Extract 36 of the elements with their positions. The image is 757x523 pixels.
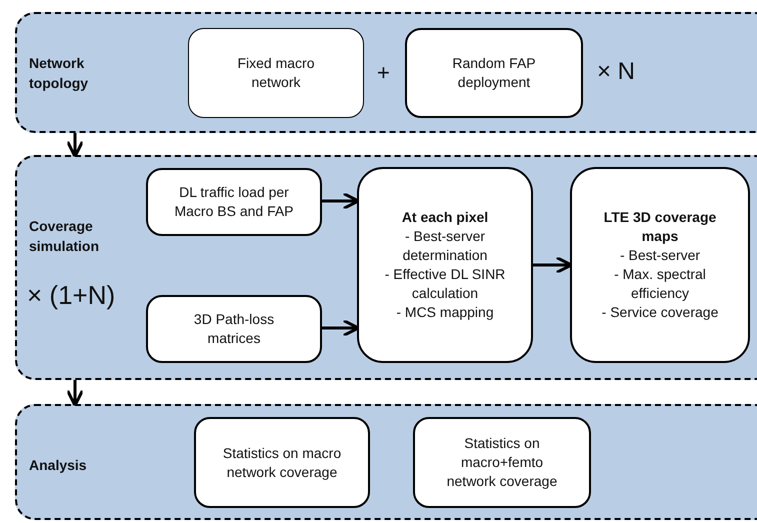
bullet-item: - Service coverage xyxy=(602,302,718,322)
multiplier-label: × N xyxy=(597,58,636,86)
stage-panel xyxy=(15,404,757,520)
plus-sign: + xyxy=(377,60,390,86)
arrow xyxy=(322,319,360,337)
stage-panel xyxy=(15,12,757,133)
multiplier-label: × (1+N) xyxy=(27,280,116,311)
box-text: DL traffic load per Macro BS and FAP xyxy=(173,183,295,221)
box-text: Statistics on macro+femto network coverage xyxy=(446,434,558,491)
box-text: Statistics on macro network coverage xyxy=(222,444,342,482)
process-box xyxy=(194,417,370,508)
process-box xyxy=(146,168,322,236)
bullet-item: - Effective DL SINR calculation xyxy=(384,265,506,303)
box-heading: At each pixel xyxy=(402,208,488,228)
bullet-item: - Max. spectral efficiency xyxy=(613,265,707,303)
box-heading: LTE 3D coverage maps xyxy=(602,208,718,246)
box-text: 3D Path-loss matrices xyxy=(192,310,276,348)
stage-heading: Analysis xyxy=(29,456,88,475)
stage-heading: Network topology xyxy=(29,54,90,93)
bullet-item: - Best-server determination xyxy=(402,227,488,265)
arrow xyxy=(66,380,84,407)
arrow xyxy=(322,192,360,210)
process-box xyxy=(357,167,533,363)
process-box xyxy=(146,295,322,363)
arrow xyxy=(533,256,573,274)
process-box xyxy=(413,417,591,508)
bullet-item: - Best-server xyxy=(620,246,700,265)
box-text: Random FAP deployment xyxy=(451,54,537,92)
process-box xyxy=(188,28,364,118)
stage-panel xyxy=(15,155,757,380)
arrow xyxy=(66,133,84,158)
process-box xyxy=(405,28,583,118)
box-text: Fixed macro network xyxy=(236,54,316,92)
bullet-item: - MCS mapping xyxy=(396,302,494,322)
process-box xyxy=(570,167,750,363)
stage-heading: Coverage simulation xyxy=(29,217,100,256)
